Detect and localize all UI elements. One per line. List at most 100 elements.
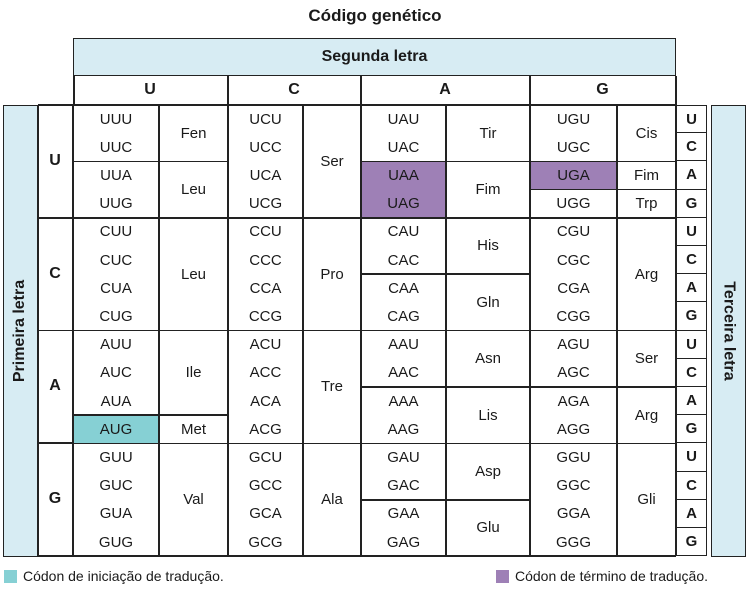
second-letter-a: A <box>361 76 530 105</box>
codon-uau: UAU <box>387 110 420 128</box>
codon-gac: GAC <box>387 477 420 495</box>
codon-ugc: UGC <box>556 138 591 156</box>
third-letter-a: A <box>676 161 707 190</box>
codon-agu: AGU <box>557 336 590 354</box>
group-divider <box>73 414 228 416</box>
header-divider <box>360 76 362 105</box>
header-left-border <box>73 76 75 105</box>
third-letter-u: U <box>676 217 707 246</box>
amino-acid: Tre <box>321 378 343 396</box>
third-letter-a: A <box>676 387 707 416</box>
codon-cug: CUG <box>99 307 133 325</box>
group-divider <box>530 188 676 191</box>
codon-aga: AGA <box>557 392 590 410</box>
amino-acid: Tir <box>479 124 497 142</box>
third-letter-u: U <box>676 330 707 359</box>
second-letter-label: Segunda letra <box>321 48 428 65</box>
amino-acid: His <box>477 237 499 255</box>
third-letter-u: U <box>676 105 707 134</box>
legend-start-label: Códon de iniciação de tradução. <box>23 568 224 584</box>
amino-acid: Gln <box>476 293 500 311</box>
codon-acu: ACU <box>249 336 282 354</box>
amino-acid: Cis <box>635 124 658 142</box>
third-letter-c: C <box>676 133 707 162</box>
codon-gug: GUG <box>98 533 134 551</box>
amino-acid: Leu <box>180 265 207 283</box>
block-divider <box>38 555 676 557</box>
amino-acid: Fim <box>475 181 501 199</box>
third-letter-label: Terceira letra <box>720 281 738 381</box>
codon-ggg: GGG <box>555 533 591 551</box>
codon-uua: UUA <box>100 166 132 184</box>
amino-acid: Pro <box>320 265 344 283</box>
second-letter-g: G <box>530 76 676 105</box>
first-letter-g: G <box>38 443 73 557</box>
legend-stop-label: Códon de término de tradução. <box>515 568 709 584</box>
header-divider <box>529 76 531 105</box>
codon-cca: CCA <box>249 279 282 297</box>
third-letter-c: C <box>676 246 707 275</box>
codon-cuu: CUU <box>99 223 133 241</box>
third-letter-g: G <box>676 415 707 444</box>
codon-gag: GAG <box>386 533 421 551</box>
codon-guu: GUU <box>99 448 133 466</box>
codon-aag: AAG <box>387 420 420 438</box>
codon-cag: CAG <box>387 307 420 325</box>
amino-acid: Glu <box>476 519 500 537</box>
amino-acid: Trp <box>635 195 658 213</box>
amino-acid: Gli <box>637 491 656 509</box>
codon-ggu: GGU <box>556 448 591 466</box>
amino-acid: Asn <box>475 350 501 368</box>
codon-guc: GUC <box>99 477 133 495</box>
header-divider <box>675 76 677 105</box>
left-border <box>37 105 39 557</box>
first-letter-label: Primeira letra <box>11 279 29 383</box>
codon-aca: ACA <box>250 392 281 410</box>
amino-acid: Lis <box>478 406 498 424</box>
legend-start: Códon de iniciação de tradução. <box>4 568 224 584</box>
codon-uuu: UUU <box>99 110 133 128</box>
codon-aac: AAC <box>388 364 419 382</box>
codon-aug: AUG <box>73 415 159 444</box>
codon-uuc: UUC <box>99 138 133 156</box>
codon-ucg: UCG <box>248 195 283 213</box>
second-letter-u: U <box>73 76 228 105</box>
third-letter-band: Terceira letra <box>711 105 746 557</box>
block-divider <box>38 442 676 445</box>
codon-aau: AAU <box>388 336 419 354</box>
group-divider <box>530 386 676 388</box>
codon-acc: ACC <box>249 364 282 382</box>
codon-gua: GUA <box>99 505 133 523</box>
codon-gau: GAU <box>387 448 420 466</box>
codon-cga: CGA <box>557 279 590 297</box>
third-letter-c: C <box>676 358 707 387</box>
codon-uaa: UAA <box>361 161 446 190</box>
group-divider <box>73 160 228 163</box>
block-divider <box>38 104 676 106</box>
codon-ucu: UCU <box>249 110 282 128</box>
codon-cau: CAU <box>387 223 420 241</box>
codon-uug: UUG <box>99 195 133 213</box>
third-letter-c: C <box>676 471 707 500</box>
amino-acid: Ala <box>321 491 343 509</box>
block-divider <box>38 217 676 219</box>
codon-ccc: CCC <box>249 251 282 269</box>
amino-acid: Ser <box>634 350 659 368</box>
codon-gcc: GCC <box>248 477 283 495</box>
codon-cua: CUA <box>100 279 132 297</box>
amino-acid: Asp <box>475 463 501 481</box>
codon-ggc: GGC <box>556 477 591 495</box>
first-letter-band: Primeira letra <box>3 105 38 557</box>
codon-ugu: UGU <box>556 110 591 128</box>
first-letter-a: A <box>38 330 73 444</box>
start-swatch <box>4 569 17 583</box>
third-letter-g: G <box>676 528 707 557</box>
amino-acid: Arg <box>634 265 659 283</box>
first-letter-u: U <box>38 105 73 218</box>
codon-gcg: GCG <box>248 533 283 551</box>
amino-acid: Ile <box>185 364 202 382</box>
third-letter-u: U <box>676 443 707 472</box>
page-title: Código genético <box>308 6 442 25</box>
third-letter-g: G <box>676 189 707 218</box>
codon-cuc: CUC <box>99 251 133 269</box>
